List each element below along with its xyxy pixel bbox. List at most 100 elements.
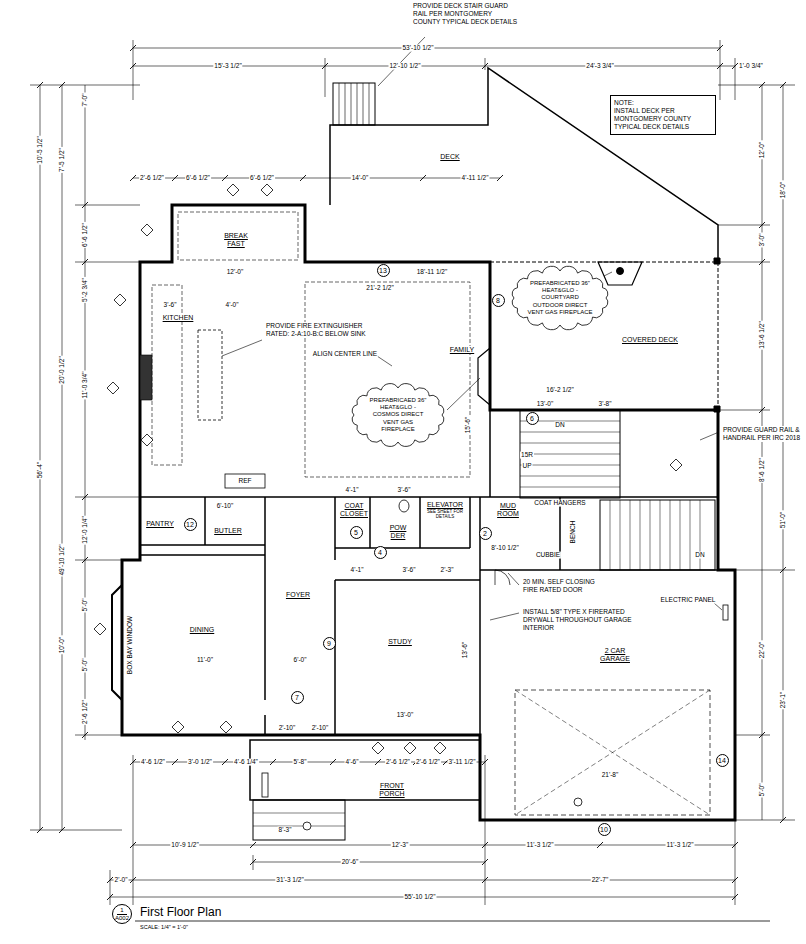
stair xyxy=(600,500,715,570)
room-label: COAT CLOSET xyxy=(337,500,371,520)
room-label: STUDY xyxy=(385,636,415,648)
dimension-text: 13'-0" xyxy=(536,401,555,408)
dimension-text: 6'-6 1/2" xyxy=(249,175,275,182)
dimension-text: 16'-2 1/2" xyxy=(545,387,574,394)
scale-note: SCALE: 1/4" = 1'-0" xyxy=(140,924,188,930)
dimension-text: 4'-6" xyxy=(345,759,360,766)
family-outline xyxy=(305,282,470,477)
leader-line xyxy=(222,37,722,620)
room-label: POW DER xyxy=(387,522,409,542)
dimension-text: 12'-3" xyxy=(391,842,410,849)
walls xyxy=(112,68,770,921)
dimension-text: 15'-3 1/2" xyxy=(213,63,242,70)
section-bubble: 1A002 xyxy=(112,904,132,924)
window-tags xyxy=(94,184,682,830)
dimension-text: 7'-0" xyxy=(82,93,89,108)
stair xyxy=(520,410,620,498)
callout-number: 10 xyxy=(600,826,608,833)
room-name: MUD ROOM xyxy=(496,502,520,518)
dimension-text: 5'-8" xyxy=(293,759,308,766)
note-text: BOX BAY WINDOW xyxy=(127,615,134,675)
dimension-text: 3'-6" xyxy=(397,487,412,494)
room-label: DINING xyxy=(184,624,220,636)
note-text: ALIGN CENTER LINE xyxy=(312,351,378,358)
family-fireplace xyxy=(478,348,490,405)
dimension-text: 2'-6 1/2" xyxy=(385,759,411,766)
room-note: SEE SHEET FOR DETAILS xyxy=(423,509,467,519)
leader-lines xyxy=(222,37,722,620)
dimension-lines xyxy=(30,40,795,905)
dimension-text: 3'-0 1/2" xyxy=(187,759,213,766)
room-name: BUTLER xyxy=(214,527,242,535)
dimension-text: 3'-0" xyxy=(759,233,766,248)
dimension-text: 2'-3" xyxy=(440,567,455,574)
breakfast-outline xyxy=(178,212,298,260)
dimension-text: 11'-0 3/4" xyxy=(82,371,89,400)
exterior-wall xyxy=(122,205,735,820)
dimension-text: 6'-6 1/2" xyxy=(185,175,211,182)
callout-number: 4 xyxy=(378,549,382,556)
dimension-text: 6'-6 1/2" xyxy=(82,222,89,248)
dimension-text: 18'-11 1/2" xyxy=(416,269,449,276)
title-underline xyxy=(135,921,770,922)
note-text: 20 MIN. SELF CLOSING FIRE RATED DOOR xyxy=(522,578,598,594)
room-name: COVERED DECK xyxy=(622,336,678,344)
note-box: NOTE:INSTALL DECK PER MONTGOMERY COUNTY … xyxy=(610,95,716,135)
note-text: 15R xyxy=(520,452,534,459)
interior-wall xyxy=(140,262,735,820)
dimension-text: 4'-6 1/2" xyxy=(140,759,166,766)
room-name: COAT CLOSET xyxy=(339,502,369,518)
stair-tread xyxy=(520,421,620,487)
refrigerator xyxy=(225,474,265,488)
dimension-text: 3'-6" xyxy=(402,567,417,574)
note-text: DN xyxy=(694,552,705,559)
callout-number: 8 xyxy=(492,294,505,307)
deck-outline xyxy=(330,68,718,262)
room-name: 2 CAR GARAGE xyxy=(598,647,632,663)
dimension-text: 13'-6" xyxy=(462,641,469,660)
stair-tread xyxy=(610,500,700,570)
door-swing xyxy=(495,570,510,585)
callout-number: 7 xyxy=(295,694,299,701)
room-name: FRONT PORCH xyxy=(377,782,407,798)
note-text: PROVIDE DECK STAIR GUARD RAIL PER MONTGO… xyxy=(412,2,519,25)
dimension-text: 3'-6" xyxy=(163,302,178,309)
dimension-text: 6'-10" xyxy=(216,503,235,510)
callout-number: 7 xyxy=(291,691,304,704)
dimension-line xyxy=(110,178,735,905)
porch-step xyxy=(253,813,345,826)
dimension-text: 10'-0" xyxy=(59,636,66,655)
note-text: NOTE: xyxy=(614,99,634,107)
room-label: DECK xyxy=(430,151,470,163)
garage-door xyxy=(515,690,710,815)
dimension-text: 22'-7" xyxy=(591,877,610,884)
room-label: MUD ROOM xyxy=(494,500,522,520)
garage-door xyxy=(515,690,710,815)
dimension-text: 20'-6" xyxy=(341,859,360,866)
room-name: ELEVATOR xyxy=(427,501,463,509)
dimension-text: 55'-10 1/2" xyxy=(403,894,436,901)
room-label: BREAK FAST xyxy=(219,229,253,251)
dimension-text: 15'-6" xyxy=(465,416,472,435)
room-name: STUDY xyxy=(388,638,412,646)
callout-number: 5 xyxy=(350,526,363,539)
dimension-text: 11'-3 1/2" xyxy=(666,842,695,849)
dimension-text: 56'-4" xyxy=(37,461,44,480)
note-text: UP xyxy=(521,463,532,470)
toilet xyxy=(399,500,409,512)
dimension-text: 4'-6 1/4" xyxy=(233,759,259,766)
kitchen-counter xyxy=(152,285,182,465)
note-text: PREFABRICATED 36" HEAT&GLO - COURTYARD O… xyxy=(527,280,593,316)
outdoor-fireplace xyxy=(598,262,642,285)
dimension-text: 4'-1" xyxy=(350,567,365,574)
dimension-text: 4'-1" xyxy=(345,487,360,494)
dimension-text: 51'-0" xyxy=(780,511,787,530)
room-label: FOYER xyxy=(283,589,313,601)
porch-column xyxy=(262,773,268,797)
note-text: COAT HANGERS xyxy=(533,500,586,507)
dimension-text: 4'-0" xyxy=(225,302,240,309)
dimension-text: 7'-5 1/2" xyxy=(59,147,66,173)
callout-number: 6 xyxy=(526,412,539,425)
stair-tread xyxy=(339,83,369,125)
